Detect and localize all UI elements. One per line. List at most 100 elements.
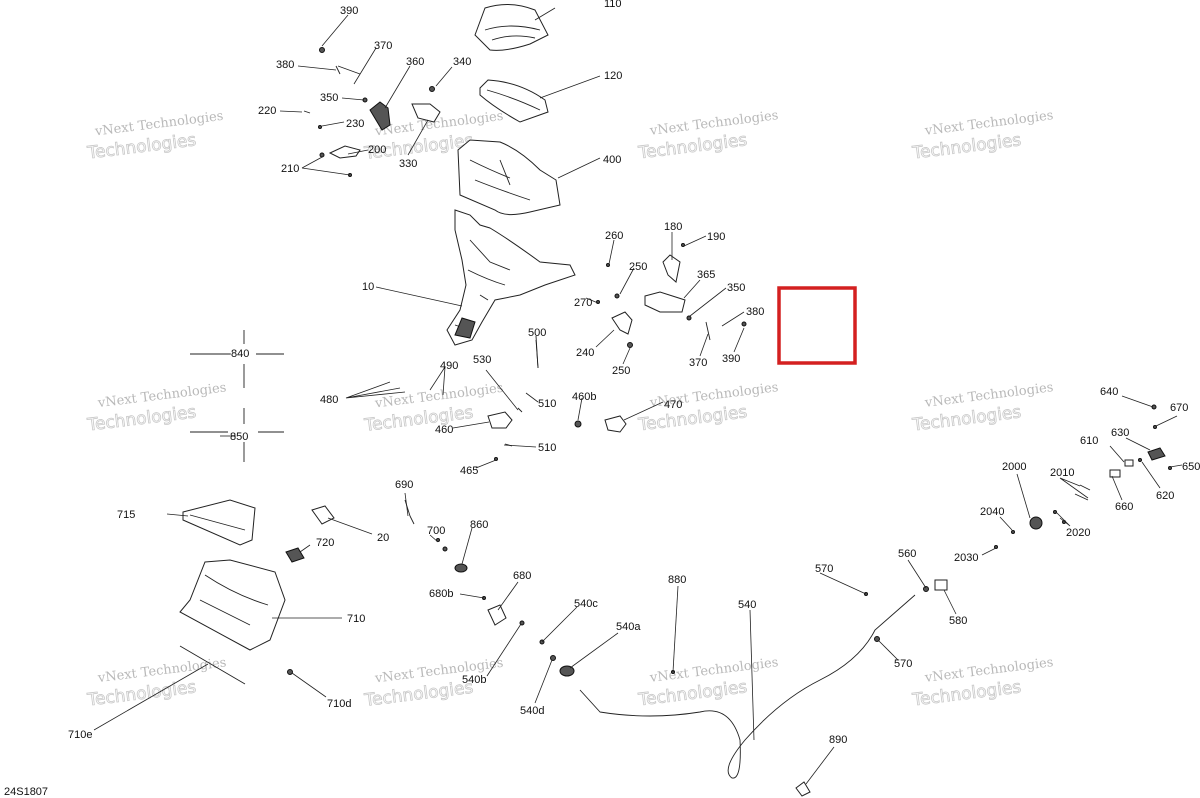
callout-330: 330 bbox=[399, 158, 417, 170]
callout-460: 460 bbox=[435, 424, 453, 436]
callout-610: 610 bbox=[1080, 435, 1098, 447]
part-660-cap bbox=[1109, 469, 1121, 478]
part-890-clip bbox=[795, 781, 811, 797]
part-240-lever bbox=[611, 311, 633, 335]
callout-710d: 710d bbox=[327, 698, 351, 710]
callout-570: 570 bbox=[894, 658, 912, 670]
callout-720: 720 bbox=[316, 537, 334, 549]
callout-540b: 540b bbox=[462, 674, 486, 686]
part-200-lever bbox=[328, 145, 361, 159]
callout-220: 220 bbox=[258, 105, 276, 117]
callout-680: 680 bbox=[513, 570, 531, 582]
callout-350: 350 bbox=[320, 92, 338, 104]
callout-530: 530 bbox=[473, 354, 491, 366]
part-120-panel bbox=[479, 79, 549, 123]
part-580-fitting bbox=[934, 579, 948, 591]
callout-465: 465 bbox=[460, 465, 478, 477]
callout-340: 340 bbox=[453, 56, 471, 68]
callout-120: 120 bbox=[604, 70, 622, 82]
part-540a-nut bbox=[559, 665, 575, 677]
part-710e-rod bbox=[179, 645, 246, 685]
part-460-bracket bbox=[487, 411, 513, 429]
callout-690: 690 bbox=[395, 479, 413, 491]
callout-20: 20 bbox=[377, 532, 389, 544]
callout-540: 540 bbox=[738, 599, 756, 611]
callout-860: 860 bbox=[470, 519, 488, 531]
part-180-lever bbox=[662, 254, 681, 283]
callout-380: 380 bbox=[276, 59, 294, 71]
callout-190: 190 bbox=[707, 231, 725, 243]
callout-210: 210 bbox=[281, 163, 299, 175]
part-20-clip bbox=[311, 505, 335, 525]
callout-510: 510 bbox=[538, 442, 556, 454]
callout-620: 620 bbox=[1156, 490, 1174, 502]
part-690-pins bbox=[404, 499, 415, 525]
callout-540c: 540c bbox=[574, 598, 598, 610]
callout-390: 390 bbox=[722, 353, 740, 365]
callout-240: 240 bbox=[576, 347, 594, 359]
callout-350: 350 bbox=[727, 282, 745, 294]
callout-660: 660 bbox=[1115, 501, 1133, 513]
callout-460b: 460b bbox=[572, 391, 596, 403]
callout-270: 270 bbox=[574, 297, 592, 309]
callout-490: 490 bbox=[440, 360, 458, 372]
highlight-box bbox=[777, 286, 857, 365]
part-860-grommet bbox=[454, 563, 468, 573]
part-365-grip bbox=[644, 291, 686, 313]
callout-110: 110 bbox=[604, 0, 622, 10]
callout-labels: 390 110 370 380 360 340 120 350 220 230 … bbox=[68, 0, 1200, 746]
part-360-lever bbox=[369, 101, 391, 131]
callout-570: 570 bbox=[815, 563, 833, 575]
callout-250: 250 bbox=[629, 261, 647, 273]
part-340-bracket bbox=[411, 103, 441, 123]
callout-260: 260 bbox=[605, 230, 623, 242]
part-840-bolts bbox=[190, 330, 284, 388]
callout-2000: 2000 bbox=[1002, 461, 1026, 473]
callout-370: 370 bbox=[689, 357, 707, 369]
callout-480: 480 bbox=[320, 394, 338, 406]
callout-700: 700 bbox=[427, 525, 445, 537]
callout-715: 715 bbox=[117, 509, 135, 521]
callout-180: 180 bbox=[664, 221, 682, 233]
callout-650: 650 bbox=[1182, 461, 1200, 473]
callout-710: 710 bbox=[347, 613, 365, 625]
part-710-housing bbox=[179, 559, 286, 651]
callout-880: 880 bbox=[668, 574, 686, 586]
leader-lines bbox=[93, 7, 1183, 785]
callout-840: 840 bbox=[231, 348, 249, 360]
callout-2020: 2020 bbox=[1066, 527, 1090, 539]
callout-540a: 540a bbox=[616, 621, 641, 633]
callout-630: 630 bbox=[1111, 427, 1129, 439]
callout-10: 10 bbox=[362, 281, 374, 293]
part-720-clip bbox=[285, 547, 305, 563]
callout-680b: 680b bbox=[429, 588, 453, 600]
callout-510: 510 bbox=[538, 398, 556, 410]
part-drawings bbox=[179, 4, 1172, 797]
callout-2040: 2040 bbox=[980, 506, 1004, 518]
callout-2030: 2030 bbox=[954, 552, 978, 564]
callout-500: 500 bbox=[528, 327, 546, 339]
part-850-bolts bbox=[190, 408, 284, 462]
diagram-code: 24S1807 bbox=[4, 786, 49, 798]
callout-400: 400 bbox=[603, 154, 621, 166]
callout-540d: 540d bbox=[520, 705, 544, 717]
callout-580: 580 bbox=[949, 615, 967, 627]
callout-230: 230 bbox=[346, 118, 364, 130]
callout-390: 390 bbox=[340, 5, 358, 17]
callout-560: 560 bbox=[898, 548, 916, 560]
callout-710e: 710e bbox=[68, 729, 92, 741]
callout-890: 890 bbox=[829, 734, 847, 746]
callout-370: 370 bbox=[374, 40, 392, 52]
callout-250: 250 bbox=[612, 365, 630, 377]
callout-365: 365 bbox=[697, 269, 715, 281]
callout-640: 640 bbox=[1100, 386, 1118, 398]
callout-200: 200 bbox=[368, 144, 386, 156]
part-470-bracket bbox=[604, 415, 627, 433]
part-10-steering-column bbox=[446, 209, 576, 346]
part-630-connector bbox=[1147, 447, 1166, 461]
callout-380: 380 bbox=[746, 306, 764, 318]
part-540-cable bbox=[579, 594, 916, 779]
callout-850: 850 bbox=[230, 431, 248, 443]
callout-470: 470 bbox=[664, 399, 682, 411]
